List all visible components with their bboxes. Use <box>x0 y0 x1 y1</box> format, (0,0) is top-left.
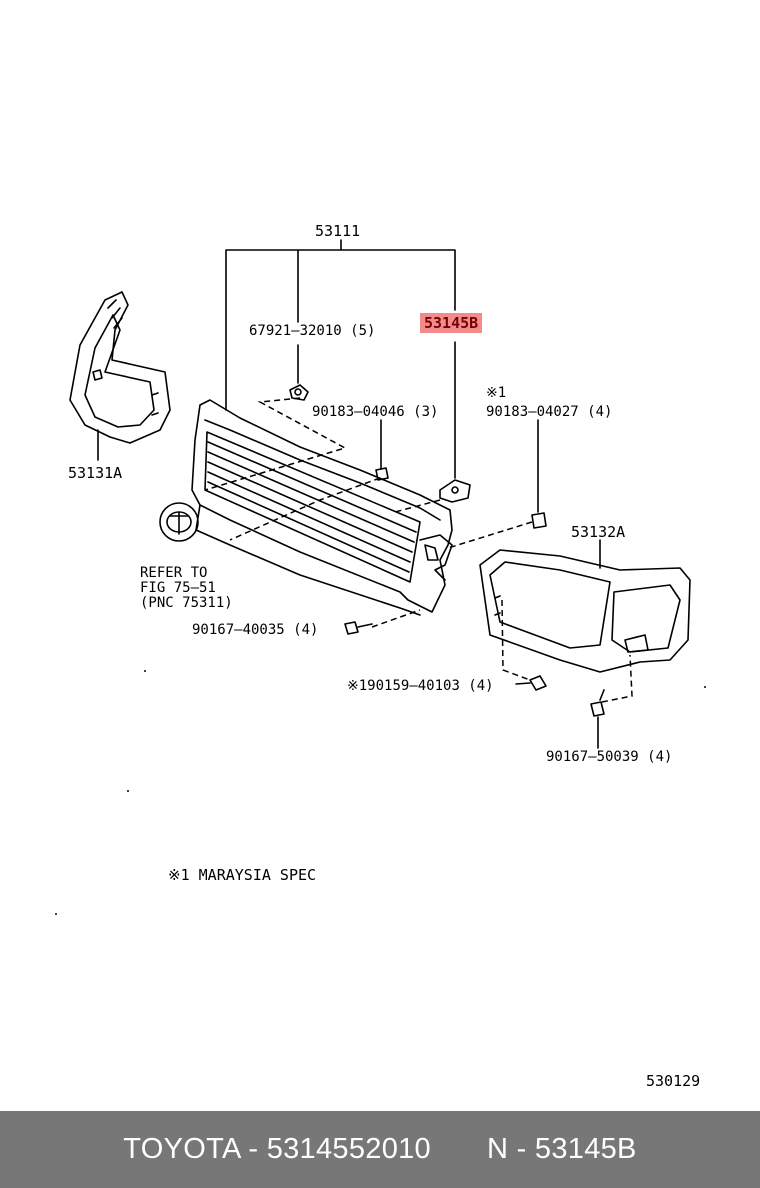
grille-53111 <box>191 399 453 616</box>
screw-90159-40103 <box>515 675 547 691</box>
label-53131A: 53131A <box>68 464 123 482</box>
label-53145B: 53145B <box>420 313 483 333</box>
label-90167-50039: 90167–50039 (4) <box>546 749 673 765</box>
refer-line-2: FIG 75–51 <box>140 580 216 596</box>
side-bezel-right <box>479 549 691 673</box>
footer-reference: N - 53145B <box>487 1133 637 1165</box>
label-90183-04027: 90183–04027 (4) <box>486 404 613 420</box>
screw-90167-50039 <box>590 689 605 717</box>
dash-90183-04046 <box>229 477 381 541</box>
dash-67921 <box>204 397 347 491</box>
footer-bar: TOYOTA - 5314552010 N - 53145B <box>0 1111 760 1188</box>
dash-90167-50039 <box>601 654 633 703</box>
label-67921-32010: 67921–32010 (5) <box>249 323 376 339</box>
label-53111: 53111 <box>315 222 361 240</box>
leader-53111 <box>225 239 456 479</box>
dash-90167-40035 <box>371 609 421 628</box>
parts-diagram <box>55 239 706 915</box>
refer-line-3: (PNC 75311) <box>140 595 233 611</box>
footnote: ※1 MARAYSIA SPEC <box>168 866 317 884</box>
refer-line-1: REFER TO <box>140 565 208 581</box>
dash-90183-04027 <box>447 521 533 549</box>
bracket-53145B <box>439 479 471 503</box>
screw-90167-40035 <box>344 621 373 635</box>
emblem <box>159 502 199 542</box>
footer-part-number: TOYOTA - 5314552010 <box>123 1133 431 1165</box>
label-90159-40103: ※190159–40103 (4) <box>347 678 494 694</box>
highlight-53145B: 53145B <box>420 313 483 333</box>
nut-90183-04027 <box>531 512 547 529</box>
label-90167-40035: 90167–40035 (4) <box>192 622 319 638</box>
clip-67921 <box>289 384 309 401</box>
note-marker-1: ※1 <box>486 385 507 401</box>
dash-90159-40103 <box>501 599 531 681</box>
label-90183-04046: 90183–04046 (3) <box>312 404 439 420</box>
label-53132A: 53132A <box>571 523 626 541</box>
diagram-id: 530129 <box>646 1072 701 1090</box>
clip-90183-04046 <box>375 467 389 481</box>
dash-53145B <box>394 499 441 513</box>
side-bezel-left <box>69 291 171 444</box>
